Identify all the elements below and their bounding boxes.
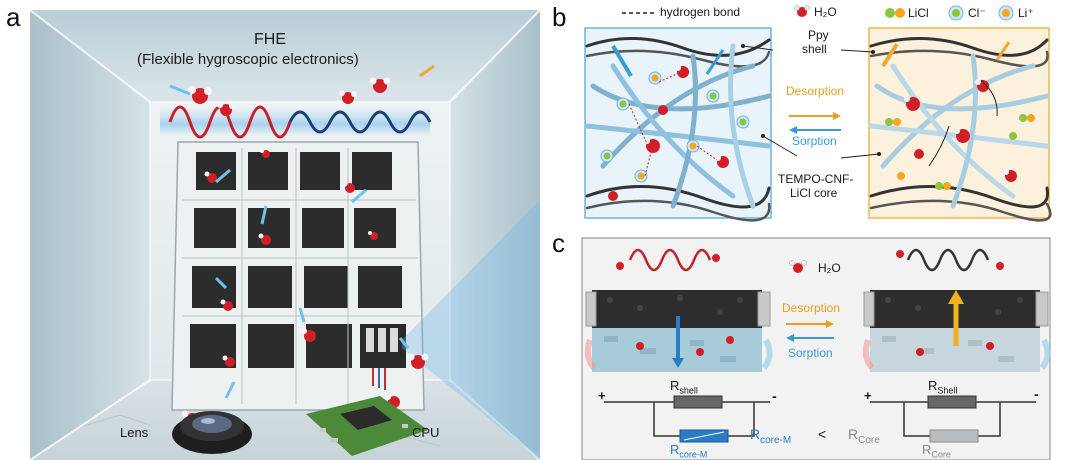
h2o-label-c: H₂O xyxy=(818,261,841,275)
panel-c-illustration xyxy=(581,237,1051,460)
r-core-m-label: Rcore-M xyxy=(670,442,708,460)
water-molecule-icon xyxy=(794,5,810,17)
panel-label-a: a xyxy=(6,2,21,32)
desorption-label-c: Desorption xyxy=(782,301,841,315)
comparison-left: Rcore-M xyxy=(750,426,792,446)
sorption-label-b: Sorption xyxy=(792,134,837,148)
minus-left: - xyxy=(772,388,777,404)
panel-a-illustration xyxy=(30,10,540,460)
r-shell-right-label: RShell xyxy=(928,378,958,396)
sorption-label-c: Sorption xyxy=(788,346,833,360)
panel-label-b: b xyxy=(552,2,567,32)
panel-label-c: c xyxy=(552,228,565,258)
plus-right: + xyxy=(864,388,872,403)
h2o-legend-label: H₂O xyxy=(814,5,837,19)
cl-ion-icon xyxy=(948,5,964,21)
core-label-line1: TEMPO-CNF- xyxy=(778,172,854,186)
minus-right: - xyxy=(1034,386,1039,402)
fhe-title: FHE xyxy=(254,31,286,48)
ppy-label-line2: shell xyxy=(802,42,827,56)
hbond-legend-label: hydrogen bond xyxy=(660,5,741,19)
comparison-op: < xyxy=(818,426,827,442)
licl-legend-label: LiCl xyxy=(908,6,929,20)
licl-legend-icon xyxy=(885,8,905,18)
fhe-subtitle: (Flexible hygroscopic electronics) xyxy=(137,51,359,68)
cl-legend-label: Cl⁻ xyxy=(968,6,986,20)
li-legend-label: Li⁺ xyxy=(1018,6,1034,20)
comparison-right: RCore xyxy=(848,426,880,446)
lens-label: Lens xyxy=(120,425,149,440)
core-label-line2: LiCl core xyxy=(790,186,838,200)
plus-left: + xyxy=(598,388,606,403)
ppy-label-line1: Ppy xyxy=(808,28,829,42)
li-ion-icon xyxy=(998,5,1014,21)
r-core-label: RCore xyxy=(922,442,951,460)
r-shell-left-label: Rshell xyxy=(670,378,698,396)
hbond-legend-icon xyxy=(622,12,654,14)
panel-b-illustration xyxy=(584,27,1052,222)
cpu-label: CPU xyxy=(412,425,440,440)
desorption-label-b: Desorption xyxy=(786,84,845,98)
